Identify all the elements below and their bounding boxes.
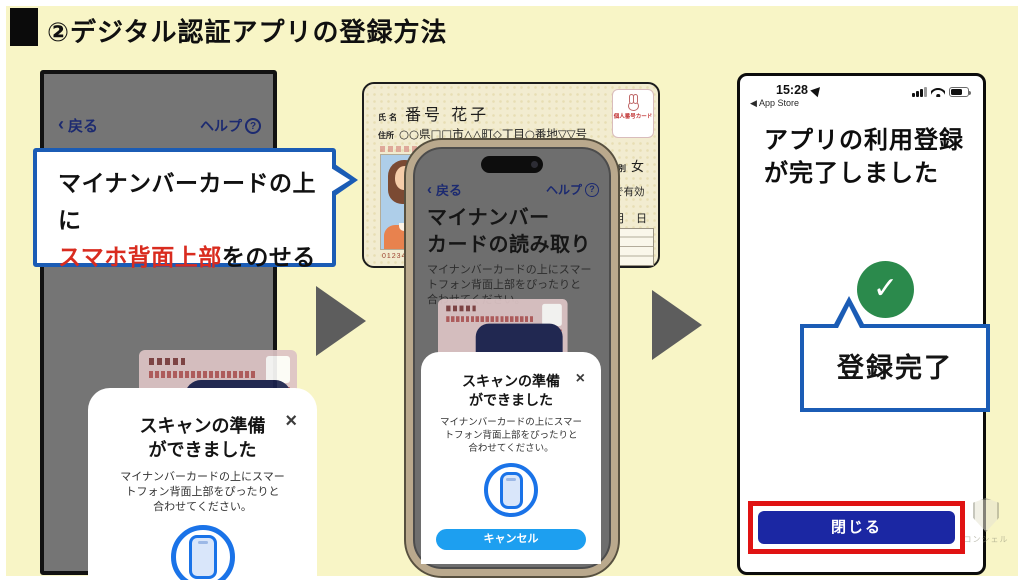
next-step-arrow [652,290,702,360]
chevron-left-icon: ‹ [58,114,64,134]
completion-title: アプリの利用登録 が完了しました [764,127,964,187]
signal-icon [912,87,927,97]
registration-complete-callout: 登録完了 [800,296,990,412]
modal-body: マイナンバーカードの上にスマー トフォン背面上部をぴったりと 合わせてください。 [439,417,583,454]
smartphone-icon [484,463,538,517]
rabbit-icon [627,94,639,111]
help-label: ヘルプ [200,118,242,134]
location-arrow-icon [810,83,824,97]
return-to-app-store[interactable]: ◀ App Store [750,98,799,108]
back-button[interactable]: ‹ 戻る [427,180,462,199]
step2-phone-on-card: ‹ 戻る ヘルプ? マイナンバー カードの読み取り マイナンバーカードの上にスマー… [406,140,618,576]
title-marker-square [10,8,38,46]
next-step-arrow [316,286,366,356]
close-icon[interactable]: × [285,410,297,432]
card-month-day: 月 日 [614,212,647,225]
page-title: ②デジタル認証アプリの登録方法 [47,17,448,47]
card-sex-row: 性別女 [610,160,645,175]
instruction-callout: マイナンバーカードの上に スマホ背面上部をのせる [33,148,358,270]
cancel-button[interactable]: キャンセル [436,529,586,550]
red-highlight-frame [748,501,965,554]
shield-logo-icon [973,498,999,532]
card-table [618,228,654,266]
callout-text: 登録完了 [837,353,953,383]
callout-line2: スマホ背面上部をのせる [58,244,316,270]
question-circle-icon: ? [245,118,261,134]
card-name: 番号 花子 [405,105,490,124]
help-label: ヘルプ [545,183,582,197]
step1-phone-screenshot: ‹戻る ヘルプ? × スキャンの準備 ができました マイナンバーカードの上にスマ… [40,70,317,580]
modal-body: マイナンバーカードの上にスマー トフォン背面上部をぴったりと 合わせてください。 [120,471,285,513]
scan-ready-modal: × スキャンの準備 ができました マイナンバーカードの上にスマー トフォン背面上… [421,352,601,564]
callout-line1: マイナンバーカードの上に [58,170,317,233]
battery-icon [949,87,971,97]
modal-title: スキャンの準備 ができました [139,416,266,460]
card-text-placeholder [149,371,257,378]
card-name-row: 氏名番号 花子 [378,105,490,124]
smartphone-icon [170,525,235,580]
back-label: 戻る [68,118,99,135]
help-button[interactable]: ヘルプ? [546,181,599,198]
close-app-button[interactable]: 閉じる [758,511,955,544]
chevron-left-icon: ‹ [427,181,432,198]
question-circle-icon: ? [585,182,599,197]
card-address-row: 住所○○県□□市△△町◇丁目○番地▽▽号 [378,127,588,141]
card-address: ○○県□□市△△町◇丁目○番地▽▽号 [399,127,588,141]
modal-title: スキャンの準備 ができました [462,373,560,408]
badge-label: 個人番号カード [613,114,653,120]
scan-ready-modal: × スキャンの準備 ができました マイナンバーカードの上にスマー トフォン背面上… [88,388,317,580]
wifi-icon [931,87,945,97]
watermark-text: コンシェル [963,535,1009,544]
callout-highlight: スマホ背面上部 [58,244,222,270]
rabbit-mascot-badge: 個人番号カード [612,89,654,138]
back-triangle-icon: ◀ [750,98,757,108]
back-label: 戻る [436,183,463,198]
status-time: 15:28 [776,83,824,97]
card-badge-placeholder [266,356,290,383]
watermark: コンシェル [958,498,1014,545]
screen-title: マイナンバー カードの読み取り [427,207,591,256]
status-icons [912,87,971,97]
close-icon[interactable]: × [575,370,585,387]
help-button[interactable]: ヘルプ? [200,116,261,136]
success-check-icon: ✓ [857,261,914,318]
card-number: 0123456789 [382,253,431,260]
step3-phone-screenshot: 15:28 ◀ App Store アプリの利用登録 が完了しました ✓ 登録完… [737,73,990,575]
back-button[interactable]: ‹戻る [58,114,99,136]
dynamic-island [481,156,543,173]
card-text-placeholder [149,358,185,365]
